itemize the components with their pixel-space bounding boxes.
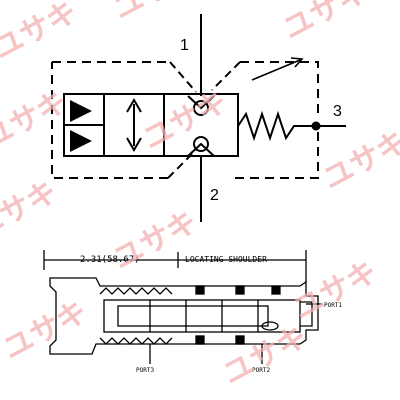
watermark-text: ユサキ [0,294,93,367]
watermark-text: ユサキ [0,174,63,247]
watermark-text: ユサキ [277,0,373,47]
watermark-text: ユサキ [0,84,73,157]
junction-dot [311,121,321,131]
cartridge-outline [49,277,319,355]
spring [237,110,316,142]
port-1-label: 1 [180,37,189,54]
seal-groove-1 [195,285,205,295]
port2-label: PORT2 [252,367,270,374]
check-ball-upper [193,100,209,116]
cartridge-section-drawing [43,250,322,364]
check-seat-upper [187,95,215,110]
seal-groove-3 [271,285,281,295]
check-ball-lower [193,136,209,152]
nose-end [300,301,313,327]
pilot-line-upper-right [211,61,241,91]
pilot-enclosure-dashed [51,61,319,179]
watermark-text: ユサキ [0,0,83,67]
watermark-text: ユサキ [107,204,203,277]
port-3-label: 3 [333,103,342,120]
cross-port [261,321,279,331]
pilot-line-lower [167,149,197,179]
double-arrow-head-up [126,98,142,113]
hydraulic-schematic [51,14,346,222]
solenoid-triangle-lower [70,130,92,152]
solenoid-triangle-upper [70,100,92,122]
port-2-label: 2 [210,187,219,204]
watermark-text: ユサキ [287,254,383,327]
dimension-label: 2.31(58.67) [80,255,140,265]
seal-groove-4 [195,335,205,345]
pilot-line-upper [169,61,197,93]
seal-groove-2 [235,285,245,295]
double-arrow-head-down [126,137,142,152]
thread-bottom [99,337,173,345]
locating-shoulder-label: LOCATING SHOULDER [185,255,267,264]
adjust-arrow [251,59,301,81]
port1-label: PORT1 [324,302,342,309]
watermark-text: ユサキ [107,0,203,27]
spool [117,305,269,327]
adjust-arrow-head [290,57,304,68]
spool-bore [103,299,301,333]
port3-label: PORT3 [136,367,154,374]
check-seat-lower [187,142,215,157]
thread-top [99,287,173,295]
seal-groove-5 [235,335,245,345]
watermark-text: ユサキ [317,124,400,197]
